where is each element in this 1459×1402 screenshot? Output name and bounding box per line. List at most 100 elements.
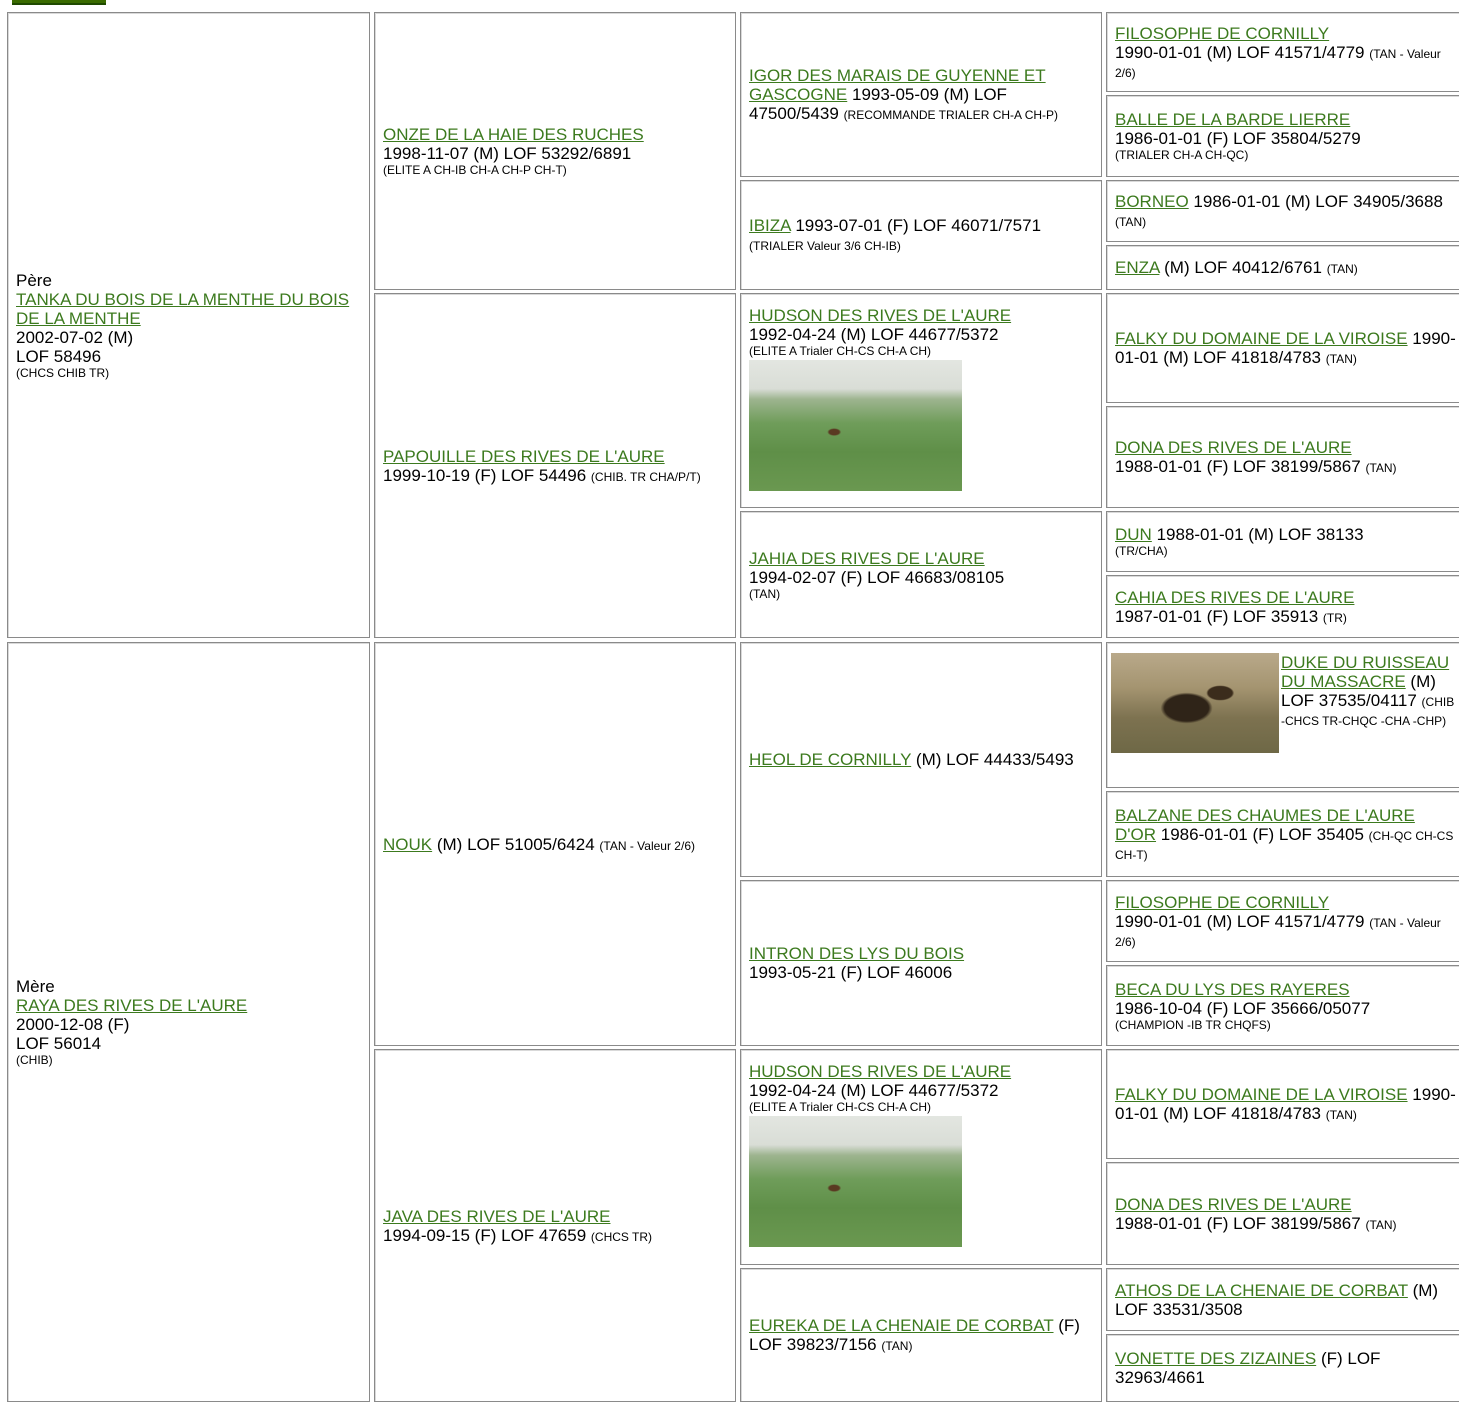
gen4-cell-14: ATHOS DE LA CHENAIE DE CORBAT (M) LOF 33… xyxy=(1106,1268,1459,1331)
dam-lof: LOF 56014 xyxy=(16,1034,102,1053)
dog-photo[interactable] xyxy=(749,360,962,491)
gen4-name-link[interactable]: FILOSOPHE DE CORNILLY xyxy=(1115,23,1330,43)
gen4-name-link[interactable]: BECA DU LYS DES RAYERES xyxy=(1115,979,1350,999)
gen3-info: (M) LOF 44433/5493 xyxy=(915,750,1074,769)
gen4-titles: (TAN) xyxy=(1115,215,1147,229)
gen4-titles: (CH-QC CH-CS CH-T) xyxy=(1115,828,1454,862)
gen2-info: 1994-09-15 (F) LOF 47659 xyxy=(383,1225,587,1245)
gen4-cell-11: BECA DU LYS DES RAYERES 1986-10-04 (F) L… xyxy=(1106,965,1459,1046)
sire-cell: Père TANKA DU BOIS DE LA MENTHE DU BOIS … xyxy=(7,12,370,638)
gen2-name-link[interactable]: JAVA DES RIVES DE L'AURE xyxy=(383,1206,611,1226)
dog-photo[interactable] xyxy=(1111,653,1279,753)
gen3-name-link[interactable]: EUREKA DE LA CHENAIE DE CORBAT xyxy=(749,1316,1054,1335)
gen4-titles: (TAN) xyxy=(1326,262,1358,276)
gen2-cell-0: ONZE DE LA HAIE DES RUCHES 1998-11-07 (M… xyxy=(374,12,736,290)
gen3-name-link[interactable]: HUDSON DES RIVES DE L'AURE xyxy=(749,1062,1012,1081)
gen4-info: (F) LOF 32963/4661 xyxy=(1115,1349,1381,1387)
gen2-cell-2: NOUK (M) LOF 51005/6424 (TAN - Valeur 2/… xyxy=(374,642,736,1046)
sire-titles: (CHCS CHIB TR) xyxy=(16,365,110,380)
gen4-titles: (TR/CHA) xyxy=(1115,544,1168,558)
gen4-name-link[interactable]: DUKE DU RUISSEAU DU MASSACRE xyxy=(1281,653,1450,691)
gen3-info: 1993-07-01 (F) LOF 46071/7571 xyxy=(795,216,1042,235)
gen4-cell-13: DONA DES RIVES DE L'AURE 1988-01-01 (F) … xyxy=(1106,1162,1459,1265)
gen2-name-link[interactable]: ONZE DE LA HAIE DES RUCHES xyxy=(383,125,644,144)
gen4-name-link[interactable]: ENZA xyxy=(1115,258,1160,277)
gen3-titles: (TRIALER Valeur 3/6 CH-IB) xyxy=(749,239,901,253)
gen3-cell-6: HUDSON DES RIVES DE L'AURE 1992-04-24 (M… xyxy=(740,1049,1102,1265)
gen2-titles: (CHIB. TR CHA/P/T) xyxy=(590,469,701,484)
gen4-titles: (CHAMPION -IB TR CHQFS) xyxy=(1115,1017,1271,1032)
gen4-info: 1990-01-01 (M) LOF 41818/4783 xyxy=(1115,1085,1456,1123)
gen3-info: 1994-02-07 (F) LOF 46683/08105 xyxy=(749,567,1005,587)
gen4-name-link[interactable]: FALKY DU DOMAINE DE LA VIROISE xyxy=(1115,329,1408,348)
gen2-cell-3: JAVA DES RIVES DE L'AURE 1994-09-15 (F) … xyxy=(374,1049,736,1402)
gen3-cell-3: JAHIA DES RIVES DE L'AURE 1994-02-07 (F)… xyxy=(740,511,1102,638)
gen4-name-link[interactable]: BORNEO xyxy=(1115,192,1189,211)
gen4-name-link[interactable]: BALLE DE LA BARDE LIERRE xyxy=(1115,110,1351,129)
gen2-name-link[interactable]: PAPOUILLE DES RIVES DE L'AURE xyxy=(383,446,665,466)
top-link-button[interactable] xyxy=(12,0,106,5)
sire-name-link[interactable]: TANKA DU BOIS DE LA MENTHE DU BOIS DE LA… xyxy=(16,289,350,328)
gen4-name-link[interactable]: DONA DES RIVES DE L'AURE xyxy=(1115,1194,1352,1214)
gen4-cell-5: DONA DES RIVES DE L'AURE 1988-01-01 (F) … xyxy=(1106,406,1459,508)
dam-dob: 2000-12-08 (F) xyxy=(16,1015,130,1034)
gen4-name-link[interactable]: BALZANE DES CHAUMES DE L'AURE D'OR xyxy=(1115,805,1415,844)
gen4-name-link[interactable]: ATHOS DE LA CHENAIE DE CORBAT xyxy=(1115,1280,1408,1300)
gen4-cell-1: BALLE DE LA BARDE LIERRE 1986-01-01 (F) … xyxy=(1106,95,1459,177)
gen3-cell-7: EUREKA DE LA CHENAIE DE CORBAT (F) LOF 3… xyxy=(740,1268,1102,1402)
gen2-name-link[interactable]: NOUK xyxy=(383,834,433,854)
sire-label: Père xyxy=(16,270,52,290)
gen3-titles: (TAN) xyxy=(749,586,781,601)
gen4-name-link[interactable]: DONA DES RIVES DE L'AURE xyxy=(1115,438,1352,457)
gen2-info: (M) LOF 51005/6424 xyxy=(436,834,595,854)
gen3-name-link[interactable]: IGOR DES MARAIS DE GUYENNE ET GASCOGNE xyxy=(749,66,1046,104)
gen4-cell-4: FALKY DU DOMAINE DE LA VIROISE 1990-01-0… xyxy=(1106,293,1459,403)
gen3-info: 1993-05-21 (F) LOF 46006 xyxy=(749,963,953,982)
gen3-info: 1992-04-24 (M) LOF 44677/5372 xyxy=(749,1081,999,1100)
gen4-name-link[interactable]: FALKY DU DOMAINE DE LA VIROISE xyxy=(1115,1085,1408,1104)
gen4-titles: (TRIALER CH-A CH-QC) xyxy=(1115,148,1249,162)
gen4-cell-2: BORNEO 1986-01-01 (M) LOF 34905/3688 (TA… xyxy=(1106,180,1459,242)
dam-name-link[interactable]: RAYA DES RIVES DE L'AURE xyxy=(16,996,248,1015)
gen3-name-link[interactable]: JAHIA DES RIVES DE L'AURE xyxy=(749,548,985,568)
gen2-titles: (CHCS TR) xyxy=(590,1229,653,1244)
gen4-titles: (TAN) xyxy=(1365,461,1397,475)
gen4-name-link[interactable]: CAHIA DES RIVES DE L'AURE xyxy=(1115,587,1355,607)
gen4-name-link[interactable]: DUN xyxy=(1115,525,1152,544)
gen4-titles: (CHIB -CHCS TR-CHQC -CHA -CHP) xyxy=(1281,695,1455,728)
gen4-info: 1990-01-01 (M) LOF 41571/4779 xyxy=(1115,42,1365,62)
gen4-info: 1986-01-01 (F) LOF 35405 xyxy=(1160,824,1364,844)
gen3-cell-2: HUDSON DES RIVES DE L'AURE 1992-04-24 (M… xyxy=(740,293,1102,508)
gen4-titles: (TAN) xyxy=(1325,352,1357,366)
gen2-cell-1: PAPOUILLE DES RIVES DE L'AURE 1999-10-19… xyxy=(374,293,736,638)
gen4-info: 1988-01-01 (F) LOF 38199/5867 xyxy=(1115,1213,1361,1233)
gen4-info: 1986-10-04 (F) LOF 35666/05077 xyxy=(1115,998,1371,1018)
gen4-titles: (TAN - Valeur 2/6) xyxy=(1115,46,1441,80)
gen4-info: 1987-01-01 (F) LOF 35913 xyxy=(1115,606,1319,626)
gen3-cell-0: IGOR DES MARAIS DE GUYENNE ET GASCOGNE 1… xyxy=(740,12,1102,177)
gen3-cell-1: IBIZA 1993-07-01 (F) LOF 46071/7571 (TRI… xyxy=(740,180,1102,290)
gen4-info: 1986-01-01 (M) LOF 34905/3688 xyxy=(1193,192,1443,211)
dog-photo[interactable] xyxy=(749,1116,962,1247)
gen3-titles: (RECOMMANDE TRIALER CH-A CH-P) xyxy=(843,108,1059,122)
gen3-name-link[interactable]: HUDSON DES RIVES DE L'AURE xyxy=(749,306,1012,325)
gen3-name-link[interactable]: HEOL DE CORNILLY xyxy=(749,750,912,769)
gen3-name-link[interactable]: INTRON DES LYS DU BOIS xyxy=(749,944,965,963)
gen3-info: 1992-04-24 (M) LOF 44677/5372 xyxy=(749,325,999,344)
gen4-titles: (TR) xyxy=(1322,610,1347,625)
gen4-cell-9: BALZANE DES CHAUMES DE L'AURE D'OR 1986-… xyxy=(1106,791,1459,877)
gen4-info: 1988-01-01 (F) LOF 38199/5867 xyxy=(1115,457,1361,476)
gen4-cell-7: CAHIA DES RIVES DE L'AURE 1987-01-01 (F)… xyxy=(1106,575,1459,638)
gen4-name-link[interactable]: FILOSOPHE DE CORNILLY xyxy=(1115,892,1330,912)
gen4-cell-12: FALKY DU DOMAINE DE LA VIROISE 1990-01-0… xyxy=(1106,1049,1459,1159)
gen3-titles: (ELITE A Trialer CH-CS CH-A CH) xyxy=(749,1100,932,1114)
gen2-info: 1999-10-19 (F) LOF 54496 xyxy=(383,465,587,485)
gen2-info: 1998-11-07 (M) LOF 53292/6891 xyxy=(383,144,632,163)
gen3-name-link[interactable]: IBIZA xyxy=(749,216,791,235)
gen3-titles: (TAN) xyxy=(881,1339,913,1353)
gen4-cell-8: DUKE DU RUISSEAU DU MASSACRE (M) LOF 375… xyxy=(1106,642,1459,788)
dam-cell: Mère RAYA DES RIVES DE L'AURE 2000-12-08… xyxy=(7,642,370,1402)
gen4-name-link[interactable]: VONETTE DES ZIZAINES xyxy=(1115,1349,1317,1368)
gen4-cell-0: FILOSOPHE DE CORNILLY 1990-01-01 (M) LOF… xyxy=(1106,12,1459,92)
gen3-titles: (ELITE A Trialer CH-CS CH-A CH) xyxy=(749,344,932,358)
